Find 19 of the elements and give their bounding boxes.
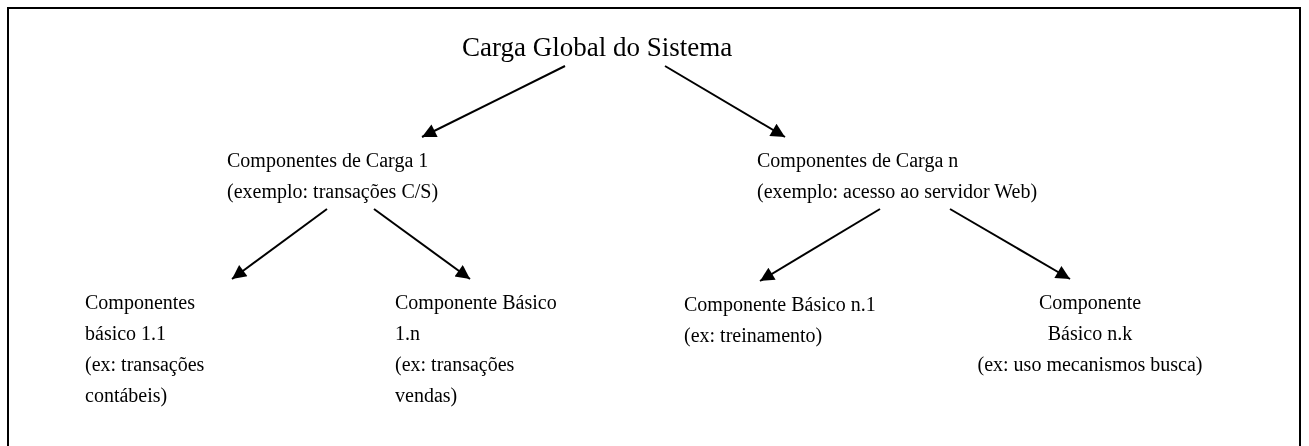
component-label: Componente Básico 1.n xyxy=(395,290,558,346)
arrow xyxy=(231,208,328,280)
arrow xyxy=(664,65,786,138)
example-text: (exemplo: transações C/S) xyxy=(227,179,440,205)
example-text: (exemplo: acesso ao servidor Web) xyxy=(757,179,1039,205)
component-label: Componente Básico n.1 xyxy=(684,292,877,318)
component-label: Componentes básico 1.1 xyxy=(85,290,196,346)
arrow xyxy=(421,65,566,138)
component-label: Componentes de Carga n xyxy=(757,148,960,174)
example-text: (ex: transações vendas) xyxy=(395,352,516,409)
example-text: (ex: transações contábeis) xyxy=(85,352,206,409)
component-label: Componentes de Carga 1 xyxy=(227,148,430,174)
arrow xyxy=(373,208,471,280)
example-text: (ex: uso mecanismos busca) xyxy=(976,352,1204,378)
title-label: Carga Global do Sistema xyxy=(462,31,734,64)
example-text: (ex: treinamento) xyxy=(684,323,824,349)
arrow xyxy=(759,208,881,282)
arrow xyxy=(949,208,1071,280)
component-label: Componente Básico n.k xyxy=(1037,290,1143,346)
